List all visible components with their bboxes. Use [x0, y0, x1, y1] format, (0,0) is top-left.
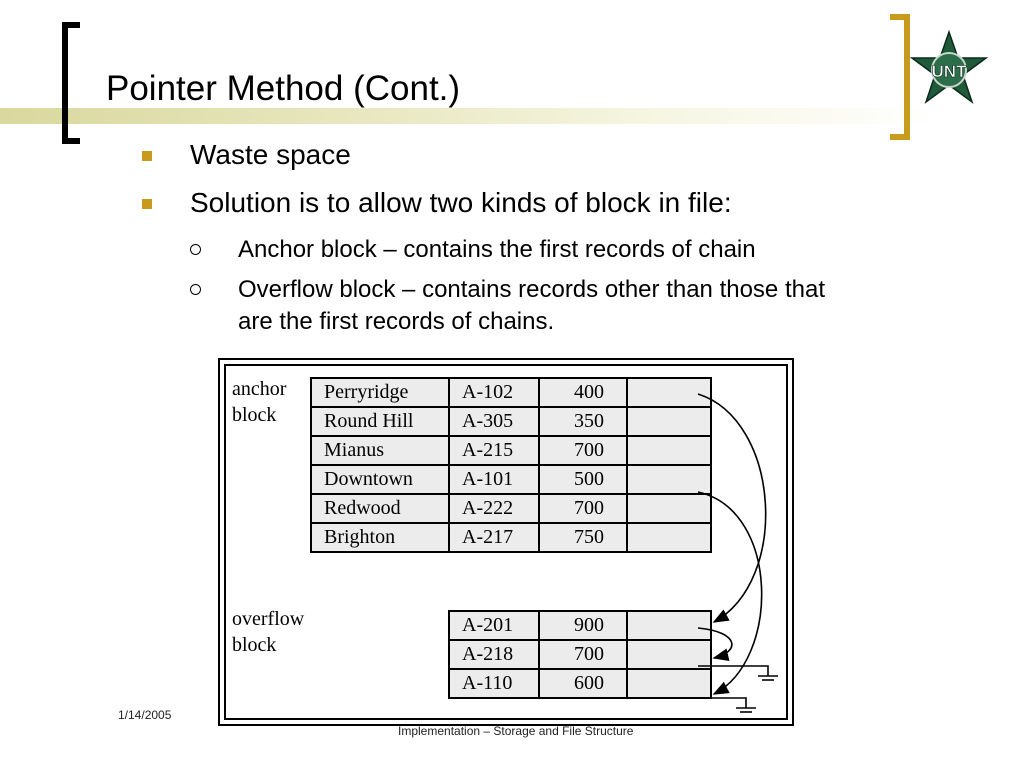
- account-cell: A-110: [448, 668, 540, 699]
- null-pointer: [698, 665, 769, 676]
- left-bracket-decoration: [62, 22, 80, 144]
- pointer-cell: [626, 610, 712, 641]
- footer-text: Implementation – Storage and File Struct…: [398, 724, 634, 738]
- anchor-block-label: anchor block: [232, 378, 287, 426]
- pointer-cell: [626, 464, 712, 495]
- balance-cell: 900: [538, 610, 628, 641]
- balance-cell: 350: [538, 406, 628, 437]
- account-cell: A-218: [448, 639, 540, 670]
- svg-text:UNT: UNT: [932, 62, 968, 81]
- balance-cell: 700: [538, 639, 628, 670]
- bullet-item: Waste space: [140, 138, 900, 172]
- bullet-list: Waste space Solution is to allow two kin…: [140, 138, 900, 346]
- branch-name-cell: Redwood: [310, 493, 450, 524]
- branch-name-cell: Brighton: [310, 522, 450, 553]
- sub-bullet-item: Anchor block – contains the first record…: [140, 234, 900, 266]
- circle-bullet-icon: [190, 244, 201, 255]
- slide-title: Pointer Method (Cont.): [106, 69, 461, 108]
- branch-name-cell: Perryridge: [310, 377, 450, 408]
- bullet-text: Solution is to allow two kinds of block …: [190, 187, 732, 218]
- pointer-cell: [626, 493, 712, 524]
- balance-cell: 700: [538, 435, 628, 466]
- sub-bullet-text: Overflow block – contains records other …: [238, 276, 825, 335]
- square-bullet-icon: [142, 151, 152, 161]
- pointer-cell: [626, 377, 712, 408]
- unt-logo-icon: UNT: [910, 30, 988, 105]
- circle-bullet-icon: [190, 284, 201, 295]
- sub-bullet-item: Overflow block – contains records other …: [140, 274, 838, 338]
- pointer-arrow: [697, 627, 733, 661]
- right-bracket-decoration: [890, 14, 910, 140]
- bullet-item: Solution is to allow two kinds of block …: [140, 186, 900, 220]
- account-cell: A-102: [448, 377, 540, 408]
- branch-name-cell: Mianus: [310, 435, 450, 466]
- account-cell: A-201: [448, 610, 540, 641]
- chain-pointer-arrows: [697, 393, 778, 713]
- balance-cell: 750: [538, 522, 628, 553]
- pointer-cell: [626, 522, 712, 553]
- pointer-cell: [626, 639, 712, 670]
- square-bullet-icon: [142, 199, 152, 209]
- bullet-text: Waste space: [190, 139, 351, 170]
- null-pointer: [698, 697, 747, 708]
- balance-cell: 500: [538, 464, 628, 495]
- figure-inner-border: [224, 364, 788, 720]
- account-cell: A-222: [448, 493, 540, 524]
- account-cell: A-215: [448, 435, 540, 466]
- pointer-arrow: [697, 491, 763, 695]
- balance-cell: 600: [538, 668, 628, 699]
- account-cell: A-305: [448, 406, 540, 437]
- balance-cell: 400: [538, 377, 628, 408]
- branch-name-cell: Downtown: [310, 464, 450, 495]
- footer-date: 1/14/2005: [118, 708, 172, 722]
- pointer-cell: [626, 435, 712, 466]
- sub-bullet-text: Anchor block – contains the first record…: [238, 236, 756, 263]
- pointer-cell: [626, 406, 712, 437]
- balance-cell: 700: [538, 493, 628, 524]
- overflow-block-label: overflow block: [232, 608, 305, 656]
- title-gradient-bar: [0, 108, 1024, 124]
- pointer-arrow: [697, 393, 767, 623]
- pointer-cell: [626, 668, 712, 699]
- account-cell: A-101: [448, 464, 540, 495]
- account-cell: A-217: [448, 522, 540, 553]
- branch-name-cell: Round Hill: [310, 406, 450, 437]
